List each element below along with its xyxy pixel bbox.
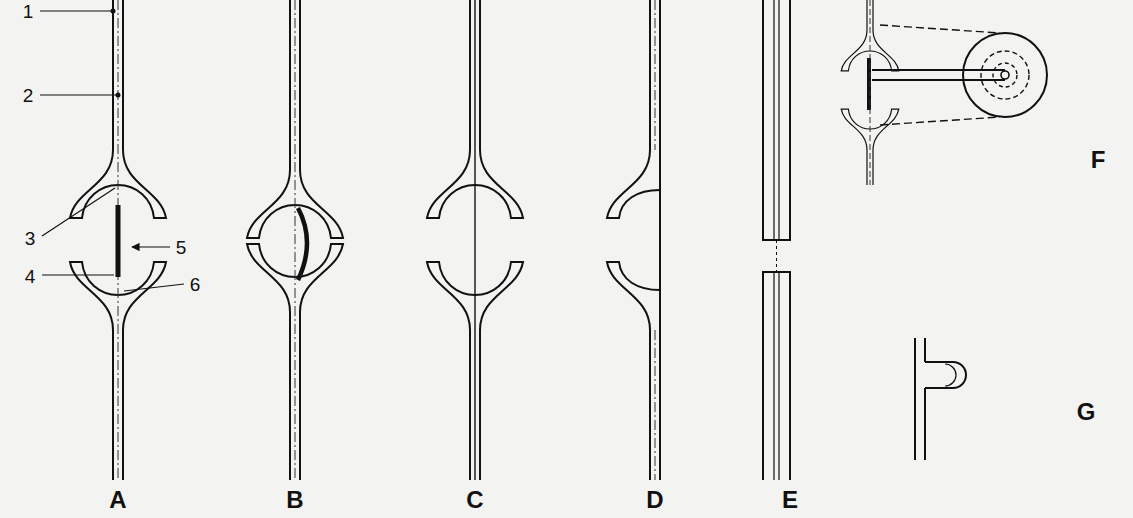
figure-a — [40, 0, 184, 480]
stem — [872, 69, 1005, 71]
upper-half-fork — [607, 0, 660, 218]
leader-line — [40, 94, 116, 95]
gap-line — [776, 240, 777, 272]
side-loop — [925, 362, 966, 388]
dashed-ring — [993, 63, 1017, 87]
figure-b — [247, 0, 343, 480]
figure-g — [915, 338, 966, 460]
lower-half-fork — [607, 262, 660, 480]
callout-number: 2 — [23, 86, 34, 105]
dashed-guide — [880, 25, 1000, 33]
callout-number: 4 — [25, 267, 36, 286]
figure-letter: F — [1091, 148, 1106, 172]
figure-letter: E — [782, 488, 798, 512]
figure-letter: A — [109, 488, 126, 512]
figure-letter: B — [286, 488, 303, 512]
lower-tube — [763, 272, 790, 480]
figure-f — [841, 0, 1047, 240]
upper-tube — [763, 0, 790, 240]
bowed-bar — [298, 208, 307, 280]
callout-number: 6 — [190, 275, 201, 294]
callout-number: 5 — [176, 238, 187, 257]
dashed-ring — [981, 51, 1029, 99]
figure-d — [607, 0, 660, 480]
leader-dot — [111, 9, 116, 14]
leader-line — [124, 284, 184, 291]
stem — [872, 79, 1005, 81]
thick-bar — [116, 205, 121, 277]
leader-line — [42, 274, 114, 275]
hub — [1001, 71, 1009, 79]
figure-c — [427, 0, 523, 480]
dashed-guide — [880, 117, 1000, 125]
center-line — [295, 0, 296, 480]
figure-letter: G — [1077, 400, 1096, 424]
callout-number: 3 — [25, 229, 36, 248]
figure-letter: D — [646, 488, 663, 512]
leader-line — [40, 10, 111, 11]
disc — [963, 33, 1047, 117]
straight-edge — [659, 0, 661, 480]
leader-arrow — [132, 246, 170, 247]
callout-number: 1 — [23, 2, 34, 21]
center-line — [474, 0, 475, 480]
figure-letter: C — [466, 488, 483, 512]
figure-e — [763, 0, 790, 480]
leader-line — [42, 188, 115, 236]
leader-dot — [116, 93, 121, 98]
